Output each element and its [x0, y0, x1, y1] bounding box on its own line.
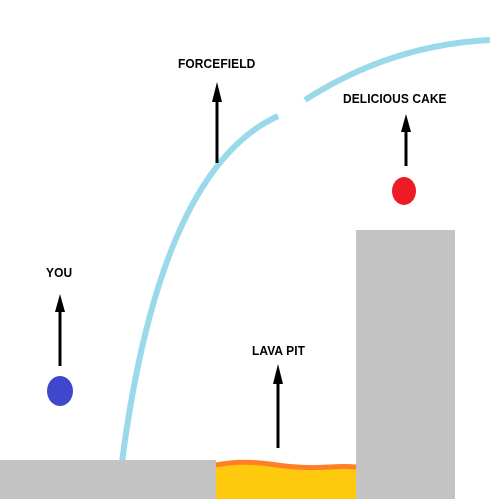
player-ball — [47, 376, 73, 406]
lava-pit — [216, 462, 356, 499]
forcefield-label: FORCEFIELD — [178, 56, 256, 71]
forcefield-arc — [119, 113, 280, 463]
lava-pit-label: LAVA PIT — [252, 343, 306, 358]
left-ground-platform — [0, 460, 216, 499]
lava-surface — [215, 459, 357, 471]
lava-pit-arrow-icon — [273, 364, 283, 448]
cake-arrow-icon — [401, 114, 411, 166]
you-arrow-icon — [55, 294, 65, 366]
forcefield-arrow-icon — [212, 82, 222, 163]
you-label: YOU — [46, 265, 73, 280]
cake-pillar-platform — [356, 230, 455, 499]
delicious-cake-label: DELICIOUS CAKE — [343, 91, 447, 106]
cake-ball — [392, 177, 416, 205]
forcefield-arc-upper — [303, 37, 490, 103]
